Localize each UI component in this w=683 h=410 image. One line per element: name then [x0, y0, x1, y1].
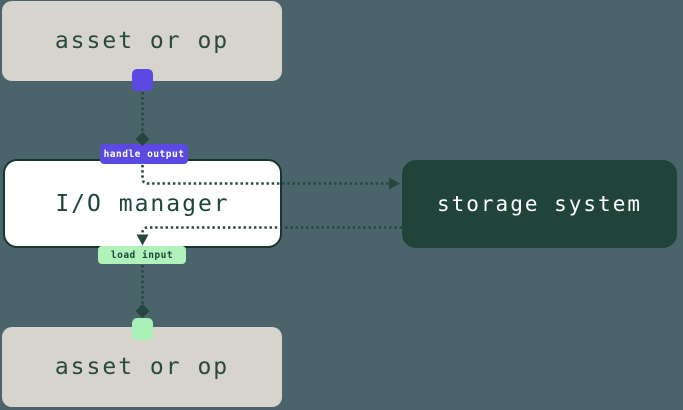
output-port-square — [132, 69, 153, 91]
diamond-endpoint-load-input — [135, 304, 150, 318]
node-storage-system-label: storage system — [436, 192, 642, 216]
arrowhead-into-storage — [389, 177, 400, 190]
load-input-badge: load input — [98, 246, 186, 264]
input-port-square — [132, 318, 153, 340]
node-io-manager-label: I/O manager — [55, 190, 230, 217]
node-asset-or-op-bottom: asset or op — [2, 327, 282, 407]
handle-output-badge: handle output — [100, 144, 188, 164]
node-asset-or-op-bottom-label: asset or op — [54, 354, 230, 380]
node-asset-or-op-top: asset or op — [2, 1, 282, 81]
node-io-manager: I/O manager — [3, 159, 282, 248]
load-input-badge-label: load input — [110, 249, 174, 261]
handle-output-badge-label: handle output — [103, 148, 185, 160]
node-asset-or-op-top-label: asset or op — [54, 28, 230, 54]
node-storage-system: storage system — [402, 160, 677, 248]
